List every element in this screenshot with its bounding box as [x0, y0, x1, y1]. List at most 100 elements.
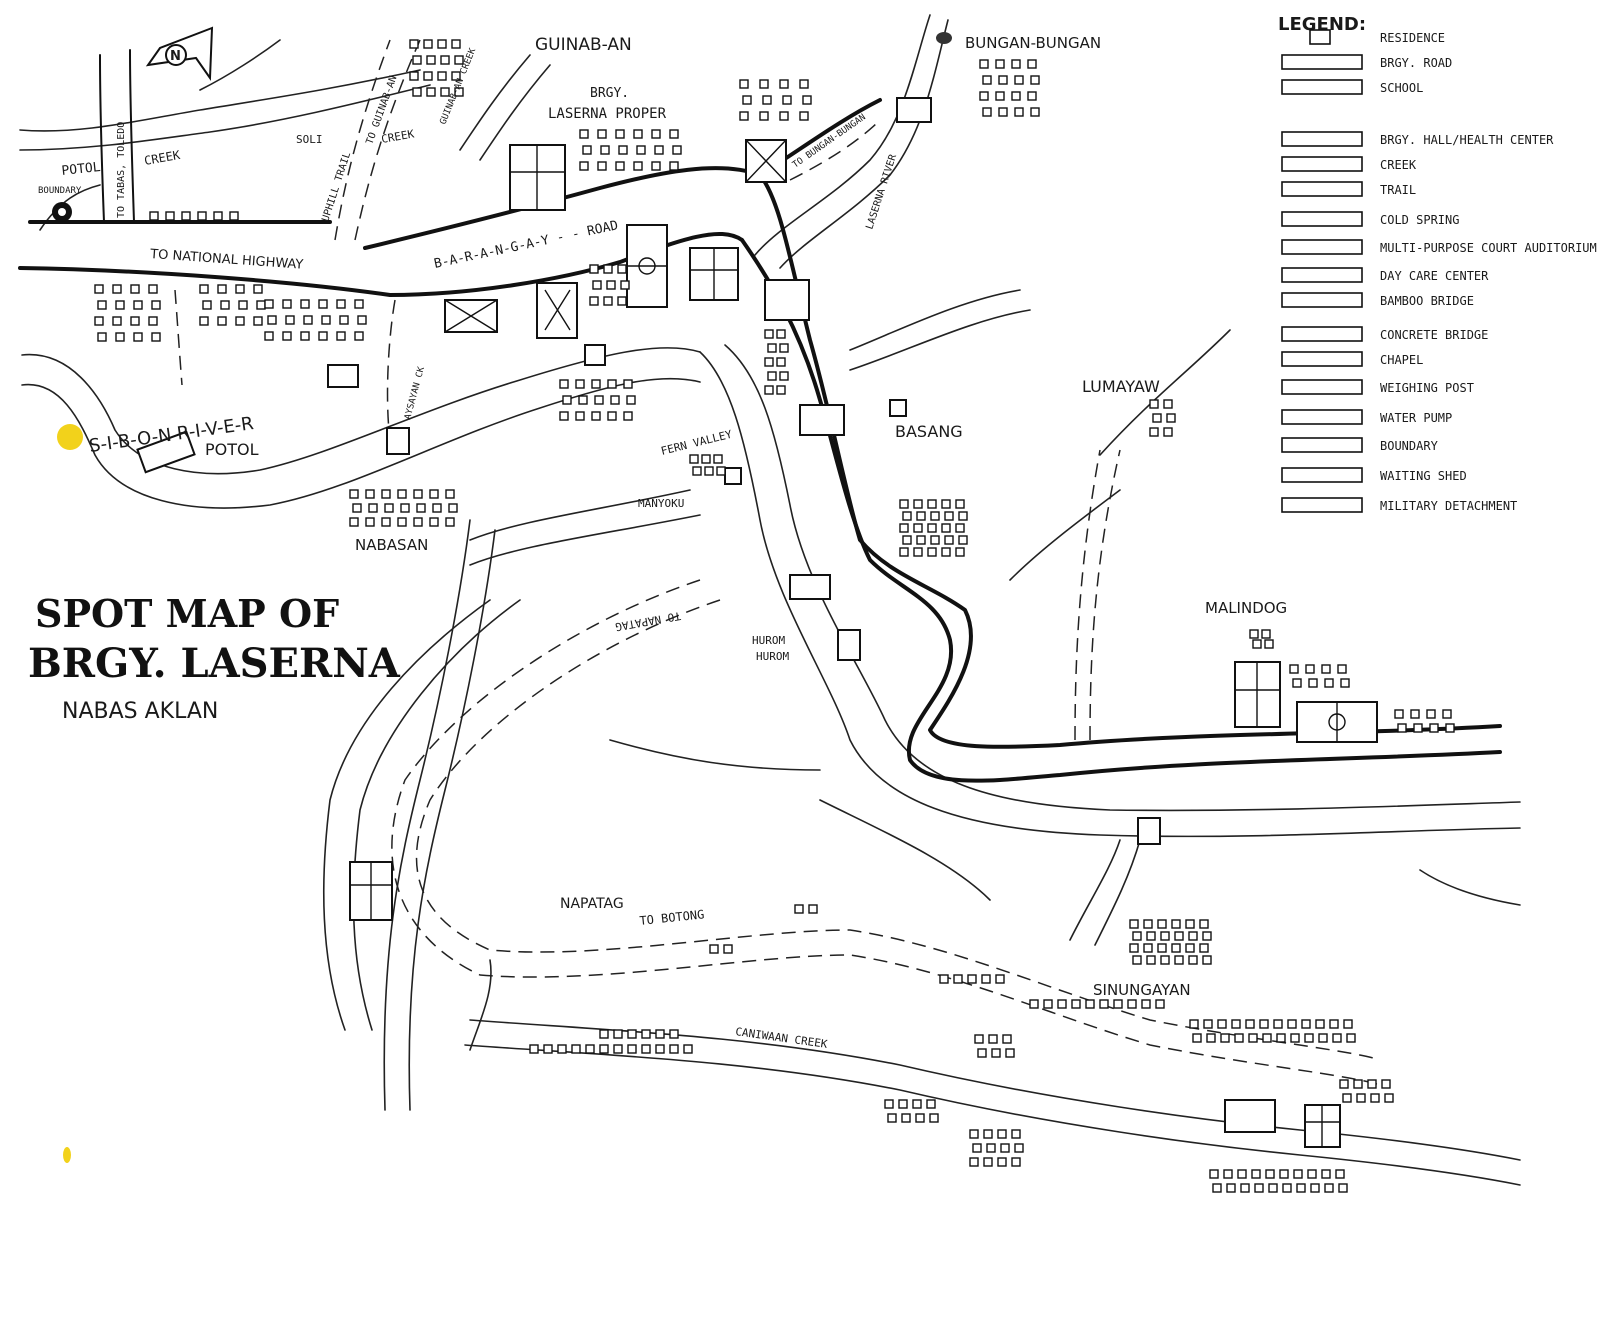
- north-label: N: [170, 49, 181, 64]
- residence-icon: [1185, 919, 1195, 929]
- residence-icon: [1030, 107, 1040, 117]
- residence-icon: [352, 503, 362, 513]
- residence-icon: [1171, 919, 1181, 929]
- residence-icon: [1132, 955, 1142, 965]
- residence-icon: [898, 1099, 908, 1109]
- residence-icon: [1339, 1079, 1349, 1089]
- residence-icon: [416, 503, 426, 513]
- residence-icon: [1217, 1019, 1227, 1029]
- residence-icon: [969, 1157, 979, 1167]
- residence-icon: [1343, 1019, 1353, 1029]
- residence-icon: [779, 343, 789, 353]
- residence-icon: [1149, 399, 1159, 409]
- legend-label: WATER PUMP: [1380, 411, 1452, 425]
- residence-icon: [426, 55, 436, 65]
- residence-icon: [618, 145, 628, 155]
- legend-label: RESIDENCE: [1380, 31, 1445, 45]
- residence-icon: [930, 511, 940, 521]
- residence-icon: [969, 1129, 979, 1139]
- legend-label: BAMBOO BRIDGE: [1380, 294, 1474, 308]
- residence-icon: [759, 111, 769, 121]
- residence-icon: [916, 535, 926, 545]
- residence-icon: [571, 1044, 581, 1054]
- residence-icon: [597, 129, 607, 139]
- residence-icon: [409, 39, 419, 49]
- residence-icon: [197, 211, 207, 221]
- residence-icon: [617, 296, 627, 306]
- residence-icon: [986, 1143, 996, 1153]
- place-basang: BASANG: [895, 422, 963, 441]
- residence-icon: [1429, 723, 1439, 733]
- residence-icon: [1157, 919, 1167, 929]
- residence-icon: [235, 316, 245, 326]
- trails: [174, 39, 1381, 1086]
- residence-icon: [1324, 678, 1334, 688]
- residence-icon: [1174, 931, 1184, 941]
- residence-icon: [1043, 999, 1053, 1009]
- residence-icon: [149, 211, 159, 221]
- residence-icon: [1445, 723, 1455, 733]
- residence-icon: [1127, 999, 1137, 1009]
- residence-icon: [902, 511, 912, 521]
- residence-icon: [575, 379, 585, 389]
- residence-icon: [615, 161, 625, 171]
- residence-icon: [1340, 678, 1350, 688]
- residence-icon: [884, 1099, 894, 1109]
- legend-label: SCHOOL: [1380, 81, 1423, 95]
- residence-icon: [620, 280, 630, 290]
- residence-icon: [165, 211, 175, 221]
- residence-icon: [1157, 943, 1167, 953]
- residence-icon: [423, 39, 433, 49]
- residence-icon: [1315, 1019, 1325, 1029]
- residence-icon: [955, 547, 965, 557]
- legend-label: WAITING SHED: [1380, 469, 1467, 483]
- residence-icon: [1014, 75, 1024, 85]
- residence-icon: [979, 91, 989, 101]
- residence-icon: [1174, 955, 1184, 965]
- residence-icon: [633, 129, 643, 139]
- residence-icon: [808, 904, 818, 914]
- residence-icon: [1309, 29, 1331, 45]
- residence-icon: [217, 284, 227, 294]
- residence-icon: [300, 331, 310, 341]
- residence-icon: [1282, 1183, 1292, 1193]
- residence-icon: [1113, 999, 1123, 1009]
- residence-icon: [199, 284, 209, 294]
- residence-icon: [1332, 1033, 1342, 1043]
- residence-icon: [641, 1029, 651, 1039]
- residence-icon: [997, 1129, 1007, 1139]
- residence-icon: [213, 211, 223, 221]
- residence-icon: [1307, 1169, 1317, 1179]
- residence-icon: [381, 517, 391, 527]
- residence-icon: [623, 379, 633, 389]
- residence-icon: [365, 517, 375, 527]
- residence-icon: [929, 1113, 939, 1123]
- place-hurom-hurom-2: HUROM: [756, 650, 789, 663]
- residence-icon: [623, 411, 633, 421]
- residence-icon: [426, 87, 436, 97]
- residence-icon: [983, 1129, 993, 1139]
- residence-icon: [597, 161, 607, 171]
- residence-icon: [1071, 999, 1081, 1009]
- residences: [94, 39, 1455, 1193]
- legend-heading: LEGEND:: [1278, 14, 1366, 35]
- residence-icon: [220, 300, 230, 310]
- residence-icon: [454, 55, 464, 65]
- residence-icon: [759, 79, 769, 89]
- residence-icon: [742, 95, 752, 105]
- legend-label: TRAIL: [1380, 183, 1416, 197]
- residence-icon: [575, 411, 585, 421]
- residence-icon: [599, 1044, 609, 1054]
- residence-icon: [776, 385, 786, 395]
- residence-icon: [1146, 955, 1156, 965]
- barangay-road-icon: [1281, 54, 1363, 70]
- residence-icon: [400, 503, 410, 513]
- residence-icon: [321, 315, 331, 325]
- residence-icon: [1346, 1033, 1356, 1043]
- residence-icon: [409, 71, 419, 81]
- residence-icon: [701, 454, 711, 464]
- residence-icon: [1276, 1033, 1286, 1043]
- residence-icon: [1166, 413, 1176, 423]
- residence-icon: [591, 411, 601, 421]
- residence-icon: [256, 300, 266, 310]
